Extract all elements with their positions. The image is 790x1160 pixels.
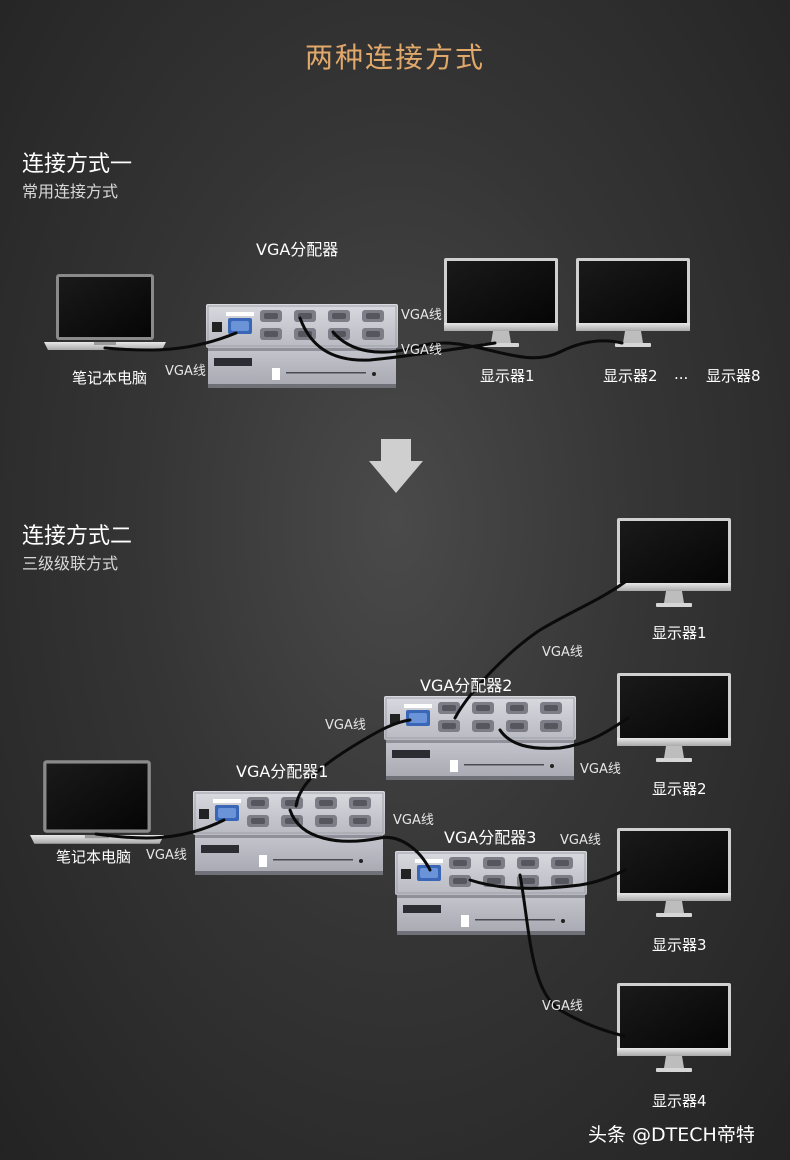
monitor-icon: [617, 983, 731, 1072]
vga-splitter-icon: [206, 304, 398, 389]
vga-cables-method2: [94, 580, 630, 1038]
monitor-label: 显示器2: [603, 367, 658, 385]
method1-laptop-label: 笔记本电脑: [72, 369, 148, 387]
monitor-icon: [617, 518, 731, 607]
laptop-icon: [44, 274, 166, 350]
cable-label: VGA线: [542, 999, 583, 1014]
vga-splitter-icon: [384, 696, 576, 781]
method2-laptop-label: 笔记本电脑: [56, 848, 132, 866]
monitor-label: 显示器2: [652, 780, 707, 798]
monitor-icon: [444, 258, 558, 347]
cable-label: VGA线: [325, 718, 366, 733]
method1-cable-label: VGA线: [401, 343, 442, 358]
method1-cable-label: VGA线: [165, 364, 206, 379]
laptop-icon: [30, 760, 164, 844]
vga-splitter-icon: [193, 791, 385, 876]
method2-subtitle: 三级级联方式: [22, 554, 119, 573]
vga-cables-method1: [103, 316, 624, 362]
method1-cable-label: VGA线: [401, 308, 442, 323]
monitor-icon: [576, 258, 690, 347]
cable-label: VGA线: [542, 645, 583, 660]
monitor-label: 显示器1: [652, 624, 707, 642]
down-arrow-icon: [369, 439, 423, 493]
monitor-label: 显示器1: [480, 367, 535, 385]
splitter-label: VGA分配器1: [236, 762, 329, 781]
cable-label: VGA线: [560, 833, 601, 848]
vga-splitter-icon: [395, 851, 587, 936]
method1-title: 连接方式一: [22, 152, 133, 177]
monitor-icon: [617, 828, 731, 917]
method1-splitter-label: VGA分配器: [256, 240, 339, 259]
method1-subtitle: 常用连接方式: [22, 182, 119, 201]
monitor-icon: [617, 673, 731, 762]
cable-label: VGA线: [580, 762, 621, 777]
method2-title: 连接方式二: [22, 524, 133, 549]
splitter-label: VGA分配器3: [444, 828, 537, 847]
page-title: 两种连接方式: [304, 41, 485, 74]
monitor-label: 显示器3: [652, 936, 707, 954]
cable-label: VGA线: [146, 848, 187, 863]
splitter-label: VGA分配器2: [420, 676, 513, 695]
cable-label: VGA线: [393, 813, 434, 828]
watermark: 头条 @DTECH帝特: [588, 1124, 755, 1146]
ellipsis-label: ...: [674, 365, 689, 383]
monitor-label: 显示器4: [652, 1092, 707, 1110]
monitor-label: 显示器8: [706, 367, 761, 385]
